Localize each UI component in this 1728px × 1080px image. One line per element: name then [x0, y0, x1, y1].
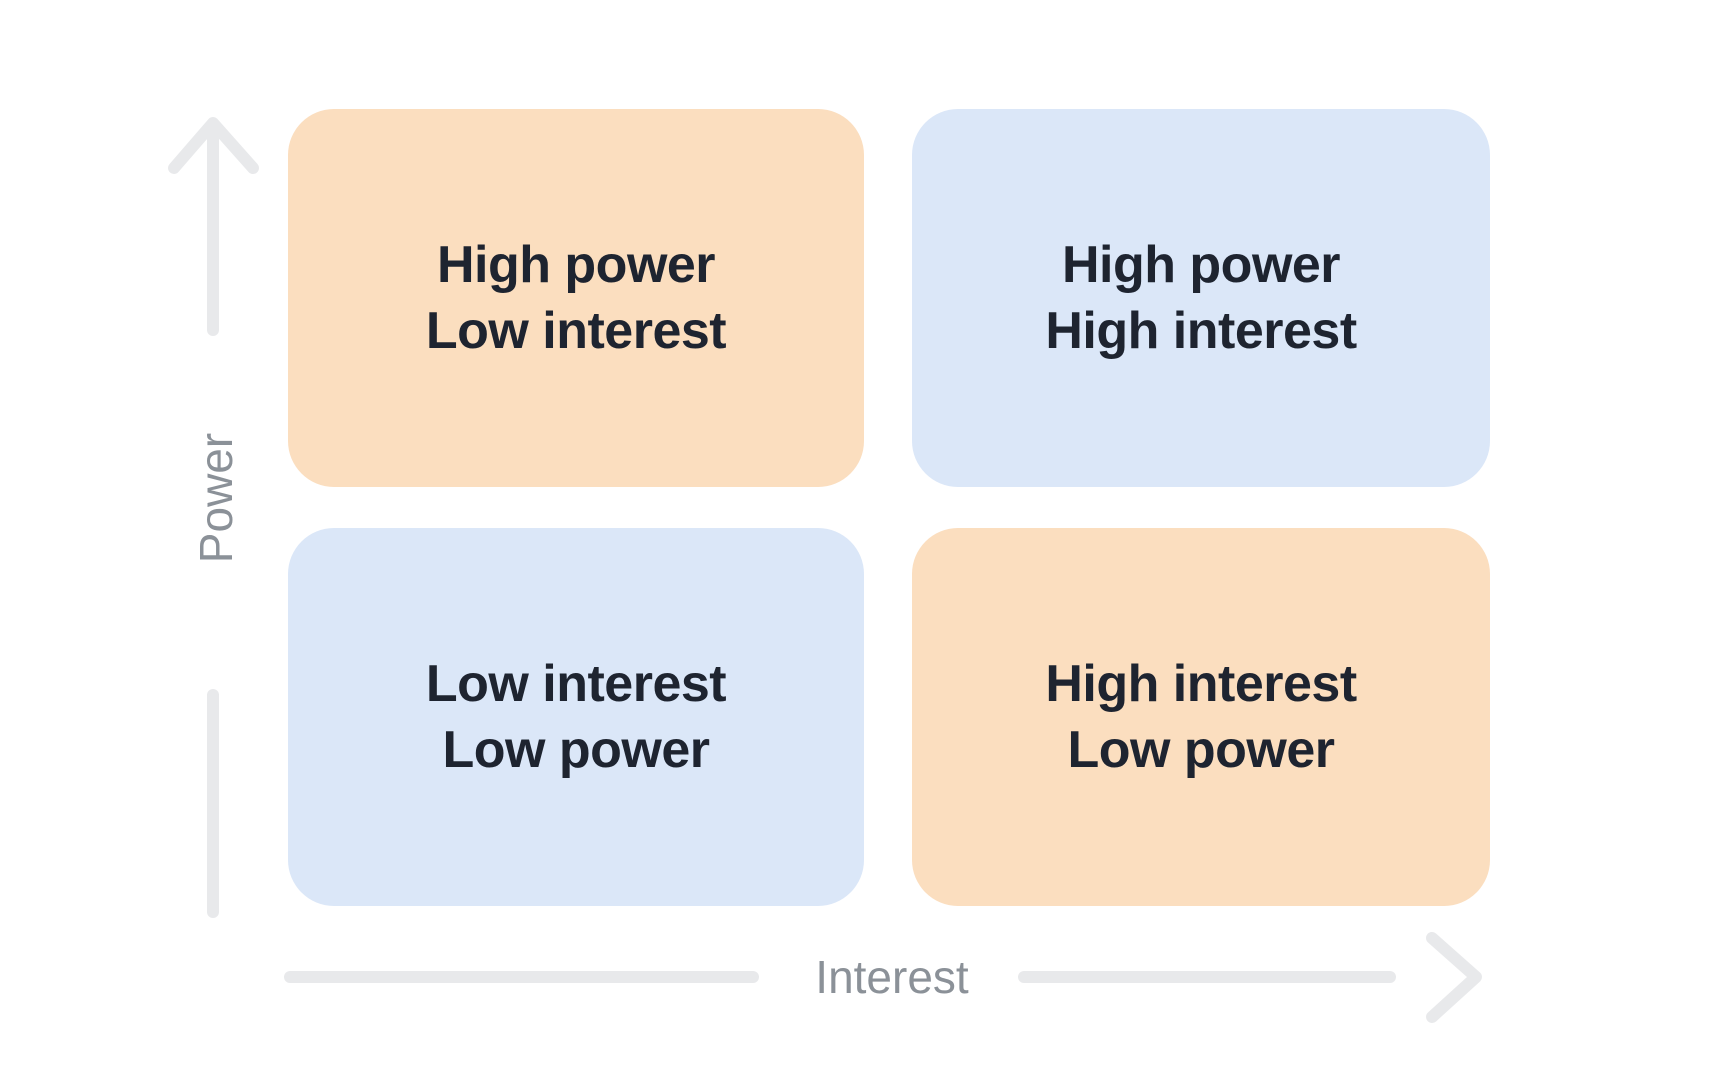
quadrant-label-line1: High interest [1045, 655, 1357, 713]
quadrant-label-line1: High power [1061, 236, 1341, 294]
quadrant-high-interest-low-power: High interest Low power [912, 528, 1490, 906]
quadrant-label-line2: Low interest [425, 302, 727, 360]
quadrant-label-line1: Low interest [425, 655, 727, 713]
quadrant-label-line2: Low power [442, 721, 710, 779]
x-axis-arrowhead-icon [1426, 932, 1482, 1023]
x-axis-label: Interest [815, 951, 969, 1003]
quadrant-high-power-low-interest: High power Low interest [288, 109, 864, 487]
quadrant-low-interest-low-power: Low interest Low power [288, 528, 864, 906]
quadrant-high-power-high-interest: High power High interest [912, 109, 1490, 487]
y-axis-arrowhead-icon [168, 117, 259, 174]
quadrant-label-line2: Low power [1067, 721, 1335, 779]
y-axis-label: Power [190, 432, 242, 564]
quadrant-label-line1: High power [436, 236, 716, 294]
quadrant-label-line2: High interest [1045, 302, 1357, 360]
